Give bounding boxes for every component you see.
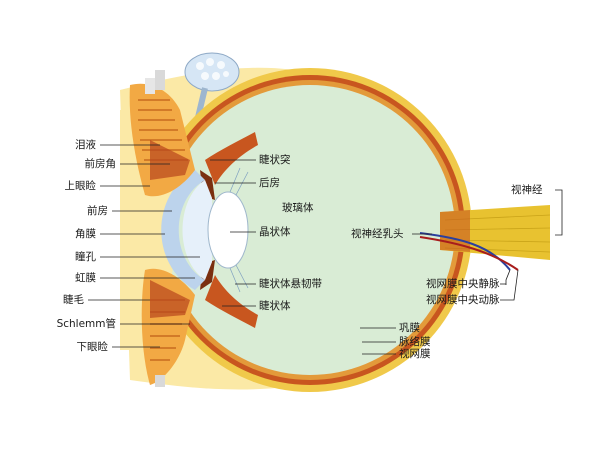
- label-cornea: 角膜: [75, 228, 96, 240]
- central-retinal-artery: [419, 236, 519, 271]
- lens: [207, 191, 249, 269]
- label-posterior-chamber: 后房: [259, 177, 280, 189]
- label-anterior-chamber-angle: 前房角: [84, 158, 117, 170]
- ciliary-body-lower: [205, 275, 258, 328]
- label-tears: 泪液: [75, 139, 96, 151]
- label-pupil: 瞳孔: [75, 251, 96, 263]
- anterior-chamber: [182, 180, 212, 280]
- label-upper-eyelid: 上眼睑: [64, 180, 97, 192]
- cornea: [161, 170, 205, 290]
- label-central-retinal-artery: 视网膜中央动脉: [426, 294, 500, 306]
- label-ciliary-process: 睫状突: [259, 154, 291, 166]
- label-optic-disc: 视神经乳头: [351, 228, 404, 240]
- label-vitreous-body: 玻璃体: [282, 202, 314, 214]
- ciliary-body-upper: [205, 132, 258, 185]
- label-iris: 虹膜: [75, 272, 96, 284]
- label-sclera: 巩膜: [399, 322, 420, 334]
- label-lens: 晶状体: [259, 226, 291, 238]
- label-ciliary-body: 睫状体: [259, 300, 291, 312]
- label-schlemm-canal: Schlemm管: [56, 318, 116, 330]
- label-choroid: 脉络膜: [399, 336, 431, 348]
- label-retina: 视网膜: [399, 348, 431, 360]
- label-anterior-chamber: 前房: [87, 205, 108, 217]
- label-optic-nerve: 视神经: [511, 184, 543, 196]
- label-lower-eyelid: 下眼睑: [76, 341, 109, 353]
- label-eyelash: 睫毛: [63, 294, 84, 306]
- label-central-retinal-vein: 视网膜中央静脉: [426, 278, 500, 290]
- central-retinal-vein: [419, 232, 511, 271]
- label-zonule: 睫状体悬韧带: [259, 278, 322, 290]
